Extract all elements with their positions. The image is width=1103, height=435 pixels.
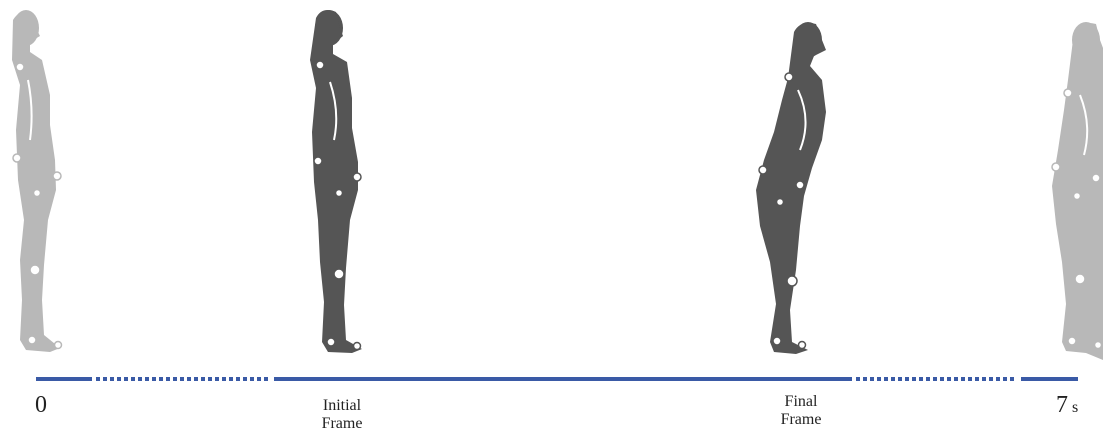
figure-start bbox=[12, 10, 62, 352]
initial-frame-label-line1: Initial bbox=[297, 397, 387, 415]
figure-final bbox=[756, 22, 826, 354]
initial-frame-label-line2: Frame bbox=[297, 415, 387, 433]
final-frame-label: Final Frame bbox=[756, 393, 846, 429]
figure-initial bbox=[310, 10, 362, 353]
figure-end bbox=[1052, 22, 1103, 360]
initial-frame-label: Initial Frame bbox=[297, 397, 387, 433]
timeline-end-unit: s bbox=[1072, 399, 1078, 416]
final-frame-label-line1: Final bbox=[756, 393, 846, 411]
timeline-start-label: 0 bbox=[26, 392, 56, 419]
timeline-end-value: 7 bbox=[1056, 392, 1068, 418]
final-frame-label-line2: Frame bbox=[756, 411, 846, 429]
